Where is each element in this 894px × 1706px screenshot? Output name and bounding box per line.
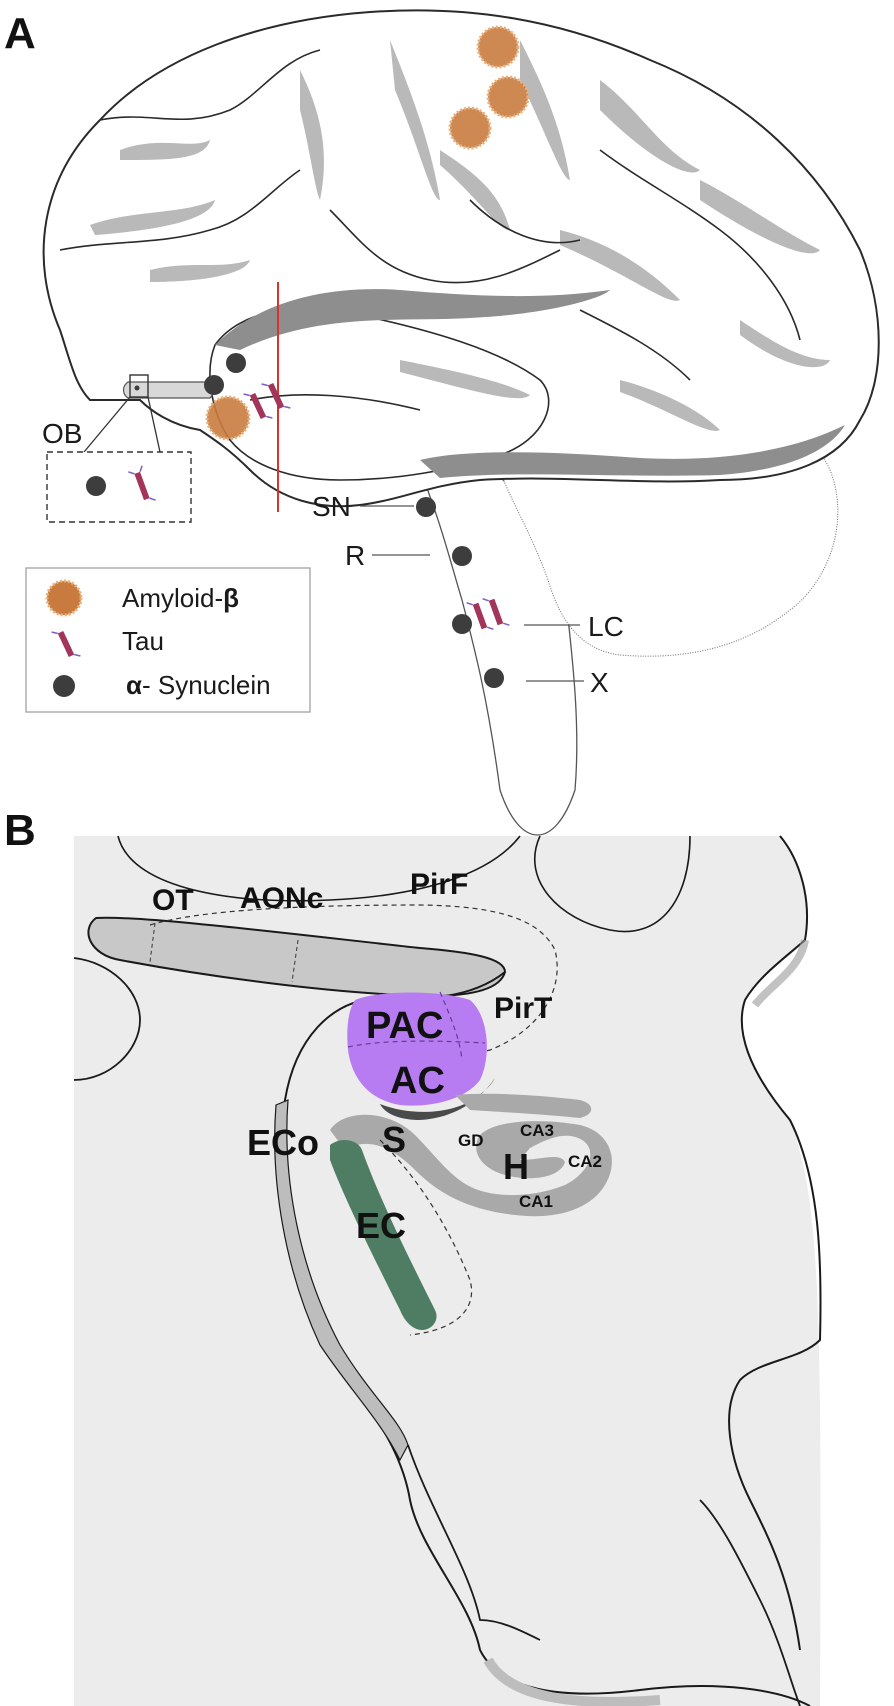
sulcus [600, 80, 700, 173]
label-r: R [345, 540, 365, 571]
brain-lateral-view [42, 9, 880, 836]
legend-amyloid-icon [47, 581, 81, 615]
ob-inset-box [46, 451, 192, 523]
legend-tau-label: Tau [122, 626, 164, 656]
label-ac: AC [390, 1060, 445, 1102]
sulcus [560, 230, 680, 301]
upper-right-arc [534, 835, 691, 933]
label-h: H [503, 1146, 529, 1187]
sulcus [150, 260, 250, 282]
subiculum-boundary [379, 1139, 473, 1336]
label-ob: OB [42, 418, 82, 449]
amyloid-plaques [205, 25, 530, 441]
label-gd: GD [458, 1131, 484, 1150]
inferior-shadow [420, 425, 845, 478]
sulcus [700, 180, 820, 254]
label-lc: LC [588, 611, 624, 642]
gyrus-line [329, 209, 561, 284]
label-aonc: AONc [240, 882, 323, 915]
lc-synuclein-dot [452, 614, 472, 634]
ob-synuclein-dot [86, 476, 106, 496]
zoom-line [147, 396, 161, 453]
label-ca2: CA2 [568, 1152, 602, 1171]
ob-tau-icon [128, 465, 156, 501]
sulcus [520, 40, 570, 180]
left-gyrus [73, 957, 141, 1081]
gyrus-line [249, 393, 421, 411]
lower-outline [407, 1444, 541, 1641]
label-sn: SN [312, 491, 351, 522]
section-background [74, 836, 821, 1706]
sulcus [90, 200, 215, 235]
legend-synuclein-icon [53, 675, 75, 697]
sulcus [740, 320, 830, 368]
temporal-synuclein-dot [226, 353, 246, 373]
legend: Amyloid-β Tau α- Synuclein [25, 567, 311, 713]
legend-amyloid-label: Amyloid-β [122, 583, 239, 613]
pac-ac-boundary [347, 1040, 486, 1048]
right-lower-outline [699, 1499, 801, 1706]
cortex-shadow [751, 939, 809, 1008]
lc-tau-icon [482, 598, 510, 626]
zoom-line [83, 396, 131, 453]
gyrus-line [469, 199, 581, 244]
sulcus [120, 140, 210, 160]
ob-zoom-source [129, 374, 149, 398]
label-pirf: PirF [410, 868, 468, 901]
pac-inner-boundary [439, 991, 463, 1061]
temporal-tau-icon [261, 382, 291, 410]
legend-synuclein-label: α- Synuclein [126, 670, 271, 700]
label-x: X [590, 667, 609, 698]
sulcus [300, 70, 324, 200]
label-ot: OT [152, 884, 194, 917]
label-eco: ECo [247, 1122, 319, 1163]
olfactory-tract-band [87, 916, 507, 998]
gyrus-line [99, 49, 321, 121]
sn-synuclein-dot [416, 497, 436, 517]
superior-temporal-sulcus [400, 360, 530, 399]
gyrus-line [59, 169, 301, 251]
ob-small-dot [134, 385, 140, 391]
entorhinal-region [330, 1139, 437, 1330]
label-s: S [382, 1119, 406, 1160]
amygdala-base [380, 1078, 495, 1120]
cortex-outline [728, 835, 822, 1651]
sulcus [620, 380, 720, 431]
coronal-section [73, 835, 822, 1706]
hippocampus-region [330, 1114, 612, 1217]
bottom-shadow [483, 1657, 661, 1706]
upper-arc [117, 835, 521, 902]
sulcus [440, 150, 510, 231]
panel-a-letter: A [4, 9, 36, 58]
temporal-synuclein-dot [204, 375, 224, 395]
temporal-tau-icon [243, 392, 273, 420]
sylvian-fissure [215, 289, 610, 350]
gyrus-line [579, 309, 691, 381]
label-pirt: PirT [494, 992, 552, 1025]
aonc-boundary [291, 939, 299, 983]
hippocampus-upper [455, 1093, 592, 1118]
lc-tau-icon [466, 602, 494, 630]
lateral-cortex-ribbon [274, 1099, 409, 1462]
label-ca1: CA1 [519, 1192, 553, 1211]
r-synuclein-dot [452, 546, 472, 566]
legend-tau-icon [51, 630, 81, 658]
label-ca3: CA3 [520, 1121, 554, 1140]
central-sulcus [390, 40, 440, 200]
gyrus-line [599, 149, 801, 341]
label-ec: EC [356, 1205, 406, 1246]
label-pac: PAC [366, 1005, 443, 1047]
panel-b-letter: B [4, 806, 36, 855]
x-synuclein-dot [484, 668, 504, 688]
